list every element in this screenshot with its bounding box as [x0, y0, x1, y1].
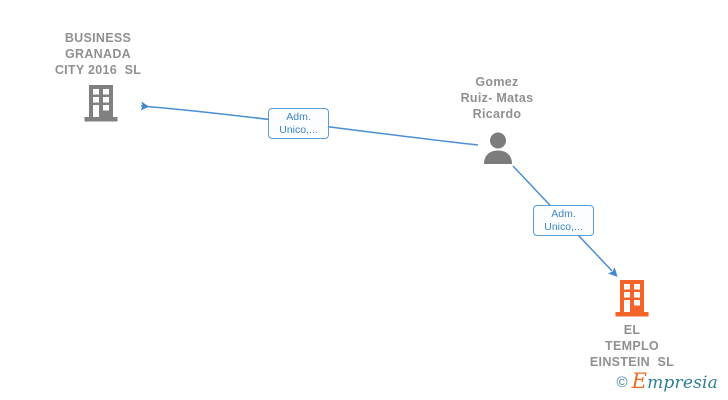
node-label-gomez-ruiz-matas-ricardo: Gomez Ruiz- Matas Ricardo	[460, 75, 534, 121]
edge-label-person-to-el-templo[interactable]: Adm. Unico,...	[533, 205, 594, 236]
building-icon[interactable]	[613, 279, 651, 324]
building-icon[interactable]	[82, 84, 120, 129]
brand-initial: E	[631, 369, 648, 393]
brand-rest: mpresia	[647, 373, 718, 393]
copyright-icon: ©	[616, 374, 628, 391]
brand-wordmark: Empresia	[632, 371, 718, 393]
edge-label-person-to-business-granada[interactable]: Adm. Unico,...	[268, 108, 329, 139]
node-label-el-templo-einstein: EL TEMPLO EINSTEIN SL	[589, 323, 675, 369]
empresia-watermark: © Empresia	[616, 371, 718, 393]
person-icon[interactable]	[480, 131, 516, 172]
node-label-business-granada: BUSINESS GRANADA CITY 2016 SL	[54, 31, 142, 77]
